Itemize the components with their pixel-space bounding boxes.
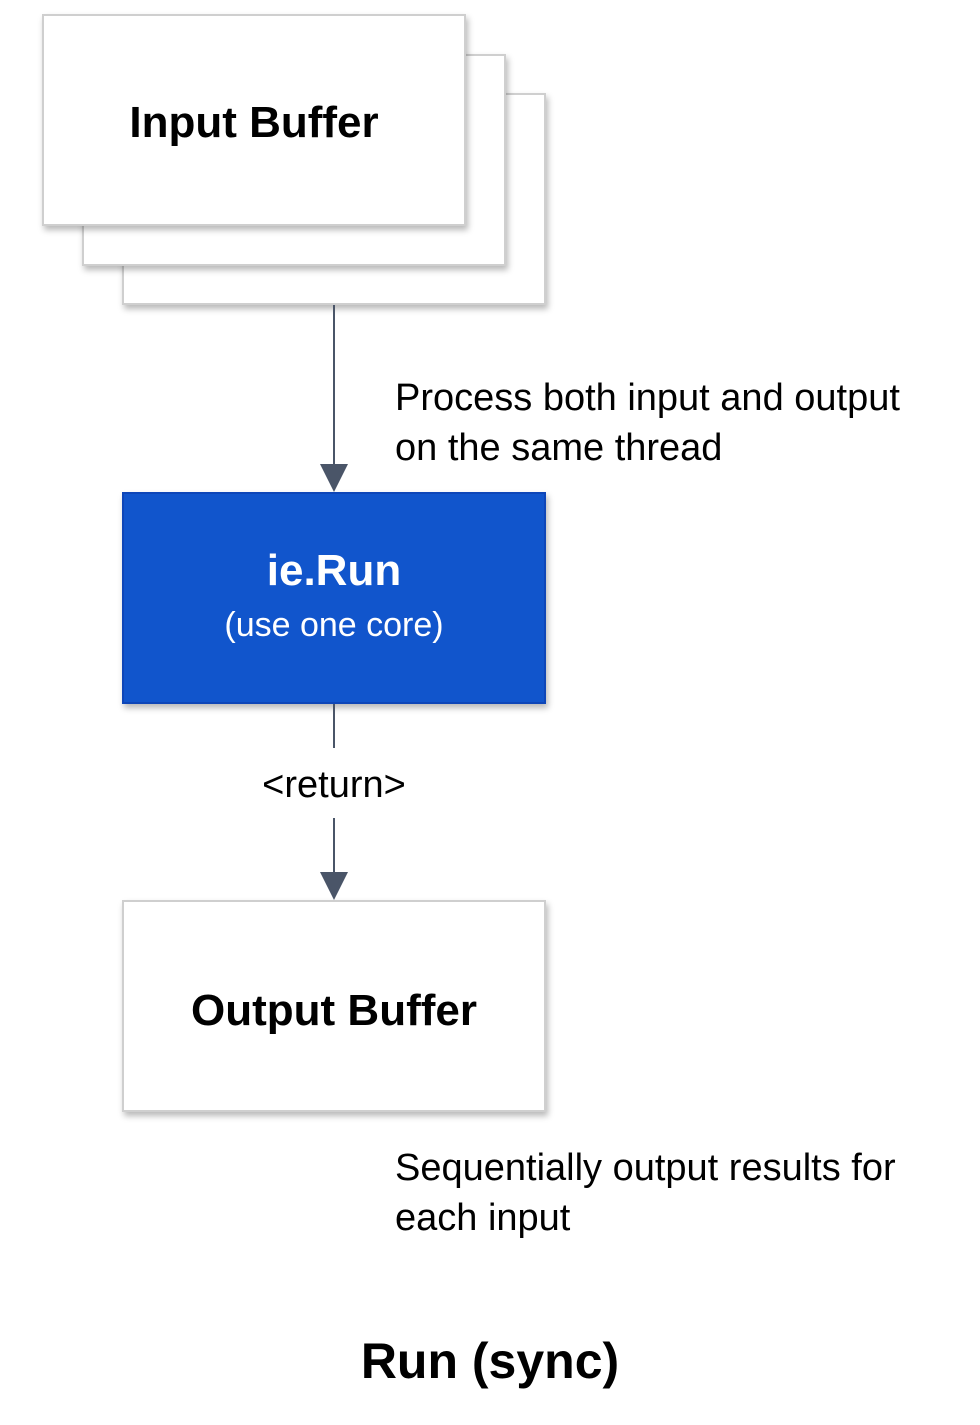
run-to-return-connector — [333, 704, 335, 748]
return-to-output-connector — [333, 818, 335, 874]
process-note: Process both input and output on the sam… — [395, 373, 900, 473]
process-note-line-2: on the same thread — [395, 427, 723, 469]
return-label: <return> — [262, 764, 406, 806]
ie-run-title: ie.Run — [266, 546, 402, 595]
return-to-output-arrowhead — [320, 872, 348, 900]
input-buffer-label: Input Buffer — [129, 98, 379, 147]
ie-run-subtitle: (use one core) — [224, 606, 444, 644]
input-to-run-connector — [333, 305, 335, 467]
process-note-line-1: Process both input and output — [395, 377, 900, 419]
diagram-title: Run (sync) — [360, 1333, 620, 1389]
input-buffer-box: Input Buffer — [42, 14, 466, 226]
ie-run-box: ie.Run (use one core) — [122, 492, 546, 704]
input-to-run-arrowhead — [320, 464, 348, 492]
sequential-note: Sequentially output results for each inp… — [395, 1143, 896, 1243]
output-buffer-label: Output Buffer — [191, 986, 477, 1035]
sequential-note-line-2: each input — [395, 1197, 571, 1239]
sequential-note-line-1: Sequentially output results for — [395, 1147, 896, 1189]
output-buffer-box: Output Buffer — [122, 900, 546, 1112]
